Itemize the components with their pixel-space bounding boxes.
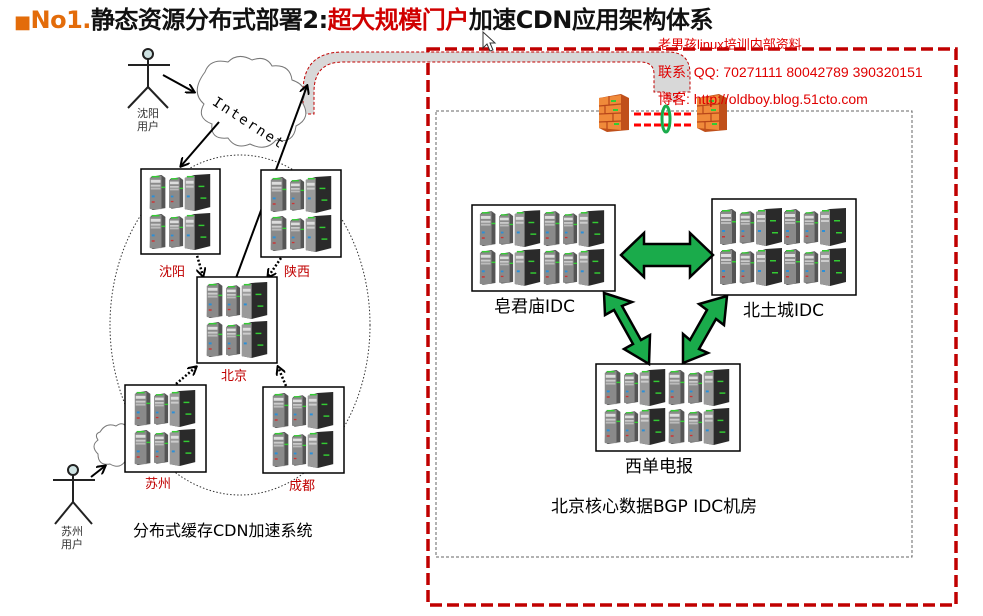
idc-label-beitucheng: 北土城IDC: [743, 301, 824, 321]
shenyang-user-label-line1: 沈阳: [137, 107, 159, 120]
title-suffix: 加速CDN应用架构体系: [468, 6, 714, 34]
firewall-left-icon: [598, 93, 630, 132]
server-box-chengdu: [262, 386, 345, 474]
green-arrow-zaojunmiao-beitucheng: [619, 230, 715, 280]
core-idc-frame: [435, 110, 913, 558]
page-title: ■No1.静态资源分布式部署2:超大规模门户加速CDN应用架构体系: [14, 4, 713, 39]
shenyang-user-figure: [127, 48, 170, 109]
server-box-beijing: [196, 276, 278, 364]
server-box-shenyang: [140, 168, 221, 255]
watermark-line2: 联系: QQ: 70271111 80042789 390320151: [658, 64, 923, 80]
internet-cloud: [196, 56, 307, 148]
mouse-cursor-icon: [482, 30, 497, 52]
suzhou-user-label-line1: 苏州: [61, 525, 83, 538]
cdn-cluster-outline: [109, 154, 371, 496]
suzhou-user-figure: [53, 464, 95, 525]
title-prefix: 静态资源分布式部署2:: [90, 6, 328, 34]
watermark-line1: 老男孩linux培训内部资料: [658, 37, 802, 52]
title-bullet: ■: [14, 12, 31, 33]
server-box-xidan: [595, 363, 741, 452]
idc-label-zaojunmiao: 皂君庙IDC: [494, 297, 575, 317]
arrow-chengdu-to-beijing: [278, 367, 288, 387]
title-highlight: 超大规模门户: [327, 6, 470, 34]
arrow-user-to-internet: [162, 74, 194, 92]
arrow-shenyang-to-beijing: [194, 251, 203, 276]
server-box-beitucheng: [711, 198, 857, 296]
core-idc-caption: 北京核心数据BGP IDC机房: [551, 497, 758, 517]
arrow-shaanxi-to-beijing: [268, 257, 283, 277]
firewall-link-ring: [660, 104, 672, 134]
server-box-zaojunmiao: [471, 204, 616, 292]
suzhou-user-label: 苏州 用户: [57, 525, 87, 551]
title-number: No1.: [30, 6, 92, 34]
cdn-system-caption: 分布式缓存CDN加速系统: [133, 521, 313, 540]
green-arrow-zaojunmiao-xidan: [602, 291, 652, 367]
green-arrow-beitucheng-xidan: [681, 294, 729, 365]
shenyang-user-label-line2: 用户: [137, 120, 159, 133]
core-region-frame: [426, 47, 958, 607]
idc-label-xidan: 西单电报: [625, 457, 693, 477]
uplink-pipe: [302, 51, 691, 115]
arrow-suzhou-to-beijing: [175, 367, 196, 385]
watermark-line3: 博客: http://oldboy.blog.51cto.com: [658, 91, 868, 107]
node-label-suzhou: 苏州: [145, 477, 172, 492]
node-label-chengdu: 成都: [289, 479, 316, 494]
node-label-shenyang: 沈阳: [159, 265, 186, 280]
arrow-suzhou-user-to-cloud: [90, 466, 105, 478]
shenyang-user-label: 沈阳 用户: [133, 107, 163, 133]
arrow-internet-to-shenyang: [181, 121, 220, 166]
node-label-beijing: 北京: [221, 369, 248, 384]
suzhou-user-label-line2: 用户: [61, 538, 83, 551]
server-box-suzhou: [124, 384, 207, 473]
server-box-shaanxi: [260, 169, 342, 258]
node-label-shaanxi: 陕西: [284, 265, 311, 280]
